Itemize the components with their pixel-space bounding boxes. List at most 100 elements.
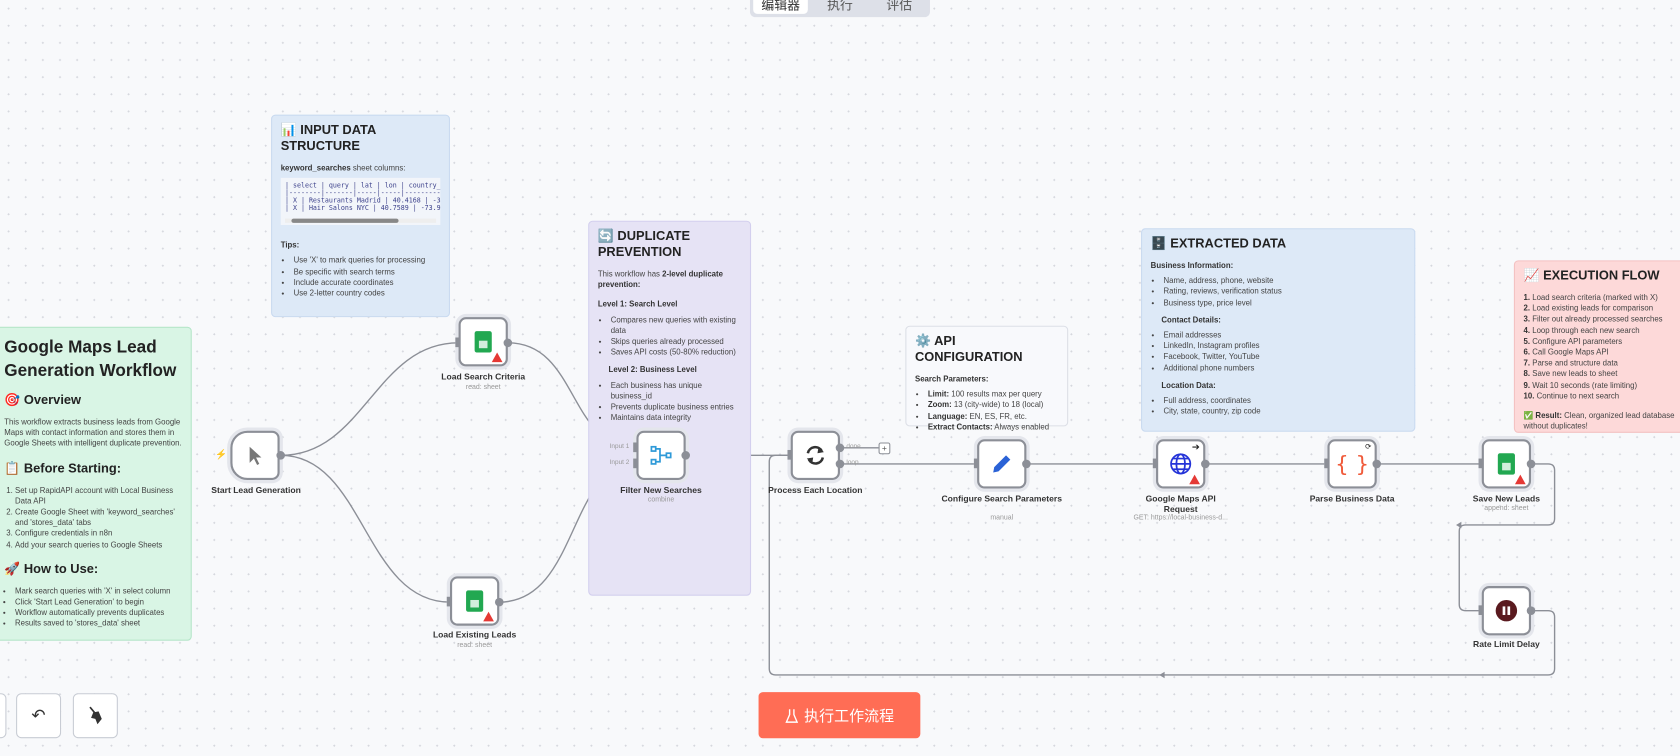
warning-icon xyxy=(483,611,494,622)
tab-executions[interactable]: 执行 xyxy=(827,0,853,13)
list-item: Results saved to 'stores_data' sheet xyxy=(15,619,182,630)
result-label: ✅ Result: xyxy=(1523,410,1562,421)
google-sheets-icon xyxy=(466,590,484,612)
input-handle[interactable] xyxy=(1152,458,1158,469)
conn-start-loadsearch xyxy=(280,342,459,457)
business-heading: Business Information: xyxy=(1150,260,1234,270)
input-handle-2[interactable] xyxy=(633,458,638,469)
sticky-note-duplicate-prevention[interactable]: 🔄 DUPLICATE PREVENTION This workflow has… xyxy=(588,220,752,596)
done-handle[interactable] xyxy=(835,443,845,453)
node-subtitle: append: sheet xyxy=(1484,504,1529,513)
result-text: Clean, organized lead database without d… xyxy=(1523,410,1675,431)
zoom-reset-button[interactable] xyxy=(0,693,7,739)
node-label: Parse Business Data xyxy=(1309,493,1395,504)
tidy-up-button[interactable] xyxy=(72,693,118,739)
sticky-note-execution-flow[interactable]: 📈 EXECUTION FLOW 1. Load search criteria… xyxy=(1513,260,1680,433)
node-load-search-criteria[interactable] xyxy=(458,317,508,367)
list-item: 10. Continue to next search xyxy=(1523,390,1620,401)
list-item: Click 'Start Lead Generation' to begin xyxy=(15,597,182,608)
list-item: Saves API costs (50-80% reduction) xyxy=(611,347,742,358)
list-item: Set up RapidAPI account with Local Busin… xyxy=(15,485,182,507)
node-subtitle: read: sheet xyxy=(465,383,501,392)
code-braces-icon: { } xyxy=(1335,451,1370,477)
list-item: 8. Save new leads to sheet xyxy=(1523,369,1618,379)
list-item: Maintains data integrity xyxy=(611,413,742,424)
list-item: Business type, price level xyxy=(1164,297,1406,308)
list-item: Configure credentials in n8n xyxy=(15,529,182,540)
sticky-note-api-configuration[interactable]: ⚙️ API CONFIGURATION Search Parameters: … xyxy=(905,325,1069,432)
output-handle[interactable] xyxy=(681,451,690,460)
tips-heading: Tips: xyxy=(280,240,300,250)
list-item: Extract Contacts: Always enabled xyxy=(928,422,1059,433)
note-title: Google Maps Lead Generation Workflow xyxy=(4,338,177,381)
output-handle[interactable] xyxy=(1022,459,1031,469)
execute-label: 执行工作流程 xyxy=(804,706,895,724)
list-item: Name, address, phone, website xyxy=(1164,276,1406,287)
input-handle[interactable] xyxy=(455,337,460,348)
loop-handle[interactable] xyxy=(835,459,845,469)
node-start-lead-generation[interactable] xyxy=(230,430,280,480)
arrow-right-icon: ➔ xyxy=(1191,441,1200,453)
broom-icon xyxy=(89,706,102,725)
node-label: Process Each Location xyxy=(768,485,863,495)
intro-text: sheet columns: xyxy=(350,162,406,173)
node-process-each-location[interactable] xyxy=(790,430,840,480)
output-handle[interactable] xyxy=(1526,459,1536,469)
horizontal-scrollbar[interactable] xyxy=(284,218,437,224)
list-item: Rating, reviews, verification status xyxy=(1164,286,1406,297)
list-item: 2. Load existing leads for comparison xyxy=(1523,303,1654,314)
output-handle[interactable] xyxy=(494,597,504,607)
input-handle[interactable] xyxy=(1478,605,1483,615)
pencil-icon xyxy=(993,455,1011,473)
input-label-1: Input 1 xyxy=(609,443,630,450)
node-rate-limit-delay[interactable] xyxy=(1481,586,1532,636)
node-label: Filter New Searches xyxy=(620,485,702,495)
input-handle[interactable] xyxy=(973,458,979,469)
input-handle-1[interactable] xyxy=(633,442,638,453)
undo-button[interactable]: ↶ xyxy=(16,693,62,739)
node-filter-new-searches[interactable] xyxy=(636,430,686,480)
merge-icon xyxy=(650,445,672,465)
level1-heading: Level 1: Search Level xyxy=(597,299,678,309)
note-title: 🗄️ EXTRACTED DATA xyxy=(1150,235,1287,251)
execute-workflow-button[interactable]: 执行工作流程 xyxy=(758,692,921,739)
input-handle[interactable] xyxy=(787,449,792,460)
tab-editor[interactable]: 编辑器 xyxy=(753,0,809,14)
output-handle[interactable] xyxy=(1201,459,1210,469)
node-configure-search-parameters[interactable] xyxy=(977,439,1027,489)
input-handle[interactable] xyxy=(446,596,452,607)
input-handle[interactable] xyxy=(1324,458,1329,469)
node-subtitle: combine xyxy=(647,496,675,504)
sticky-note-overview[interactable]: Google Maps Lead Generation Workflow 🎯 O… xyxy=(0,326,192,641)
level2-heading: Level 2: Business Level xyxy=(608,364,697,375)
output-handle[interactable] xyxy=(1372,459,1382,469)
list-item: Compares new queries with existing data xyxy=(611,315,742,337)
node-subtitle: GET: https://local-business-d... xyxy=(1133,514,1228,522)
output-handle[interactable] xyxy=(503,338,513,348)
tab-evaluations[interactable]: 评估 xyxy=(886,0,913,13)
node-parse-business-data[interactable]: { } ⟳ xyxy=(1327,439,1377,489)
list-item: 3. Filter out already processed searches xyxy=(1523,314,1663,324)
node-google-maps-api-request[interactable]: ➔ xyxy=(1156,439,1206,489)
input-label-2: Input 2 xyxy=(609,459,630,467)
google-sheets-icon xyxy=(474,331,492,353)
overview-heading: 🎯 Overview xyxy=(4,392,82,408)
output-handle[interactable] xyxy=(276,451,285,460)
note-title: ⚙️ API CONFIGURATION xyxy=(914,333,1023,365)
add-node-button[interactable]: + xyxy=(878,442,891,455)
list-item: 4. Loop through each new search xyxy=(1523,325,1640,335)
overview-text: This workflow extracts business leads fr… xyxy=(4,416,182,449)
loop-label: loop xyxy=(846,459,859,467)
node-save-new-leads[interactable] xyxy=(1481,439,1532,489)
list-item: Create Google Sheet with 'keyword_search… xyxy=(15,507,182,529)
output-handle[interactable] xyxy=(1526,606,1536,615)
input-handle[interactable] xyxy=(1478,458,1483,469)
sticky-note-input-data[interactable]: 📊 INPUT DATA STRUCTURE keyword_searches … xyxy=(271,114,450,318)
sticky-note-extracted-data[interactable]: 🗄️ EXTRACTED DATA Business Information: … xyxy=(1141,228,1416,432)
location-heading: Location Data: xyxy=(1161,380,1216,390)
node-load-existing-leads[interactable] xyxy=(449,576,500,626)
list-item: Skips queries already processed xyxy=(611,336,742,347)
list-item: City, state, country, zip code xyxy=(1164,406,1406,417)
cursor-icon xyxy=(249,446,262,465)
